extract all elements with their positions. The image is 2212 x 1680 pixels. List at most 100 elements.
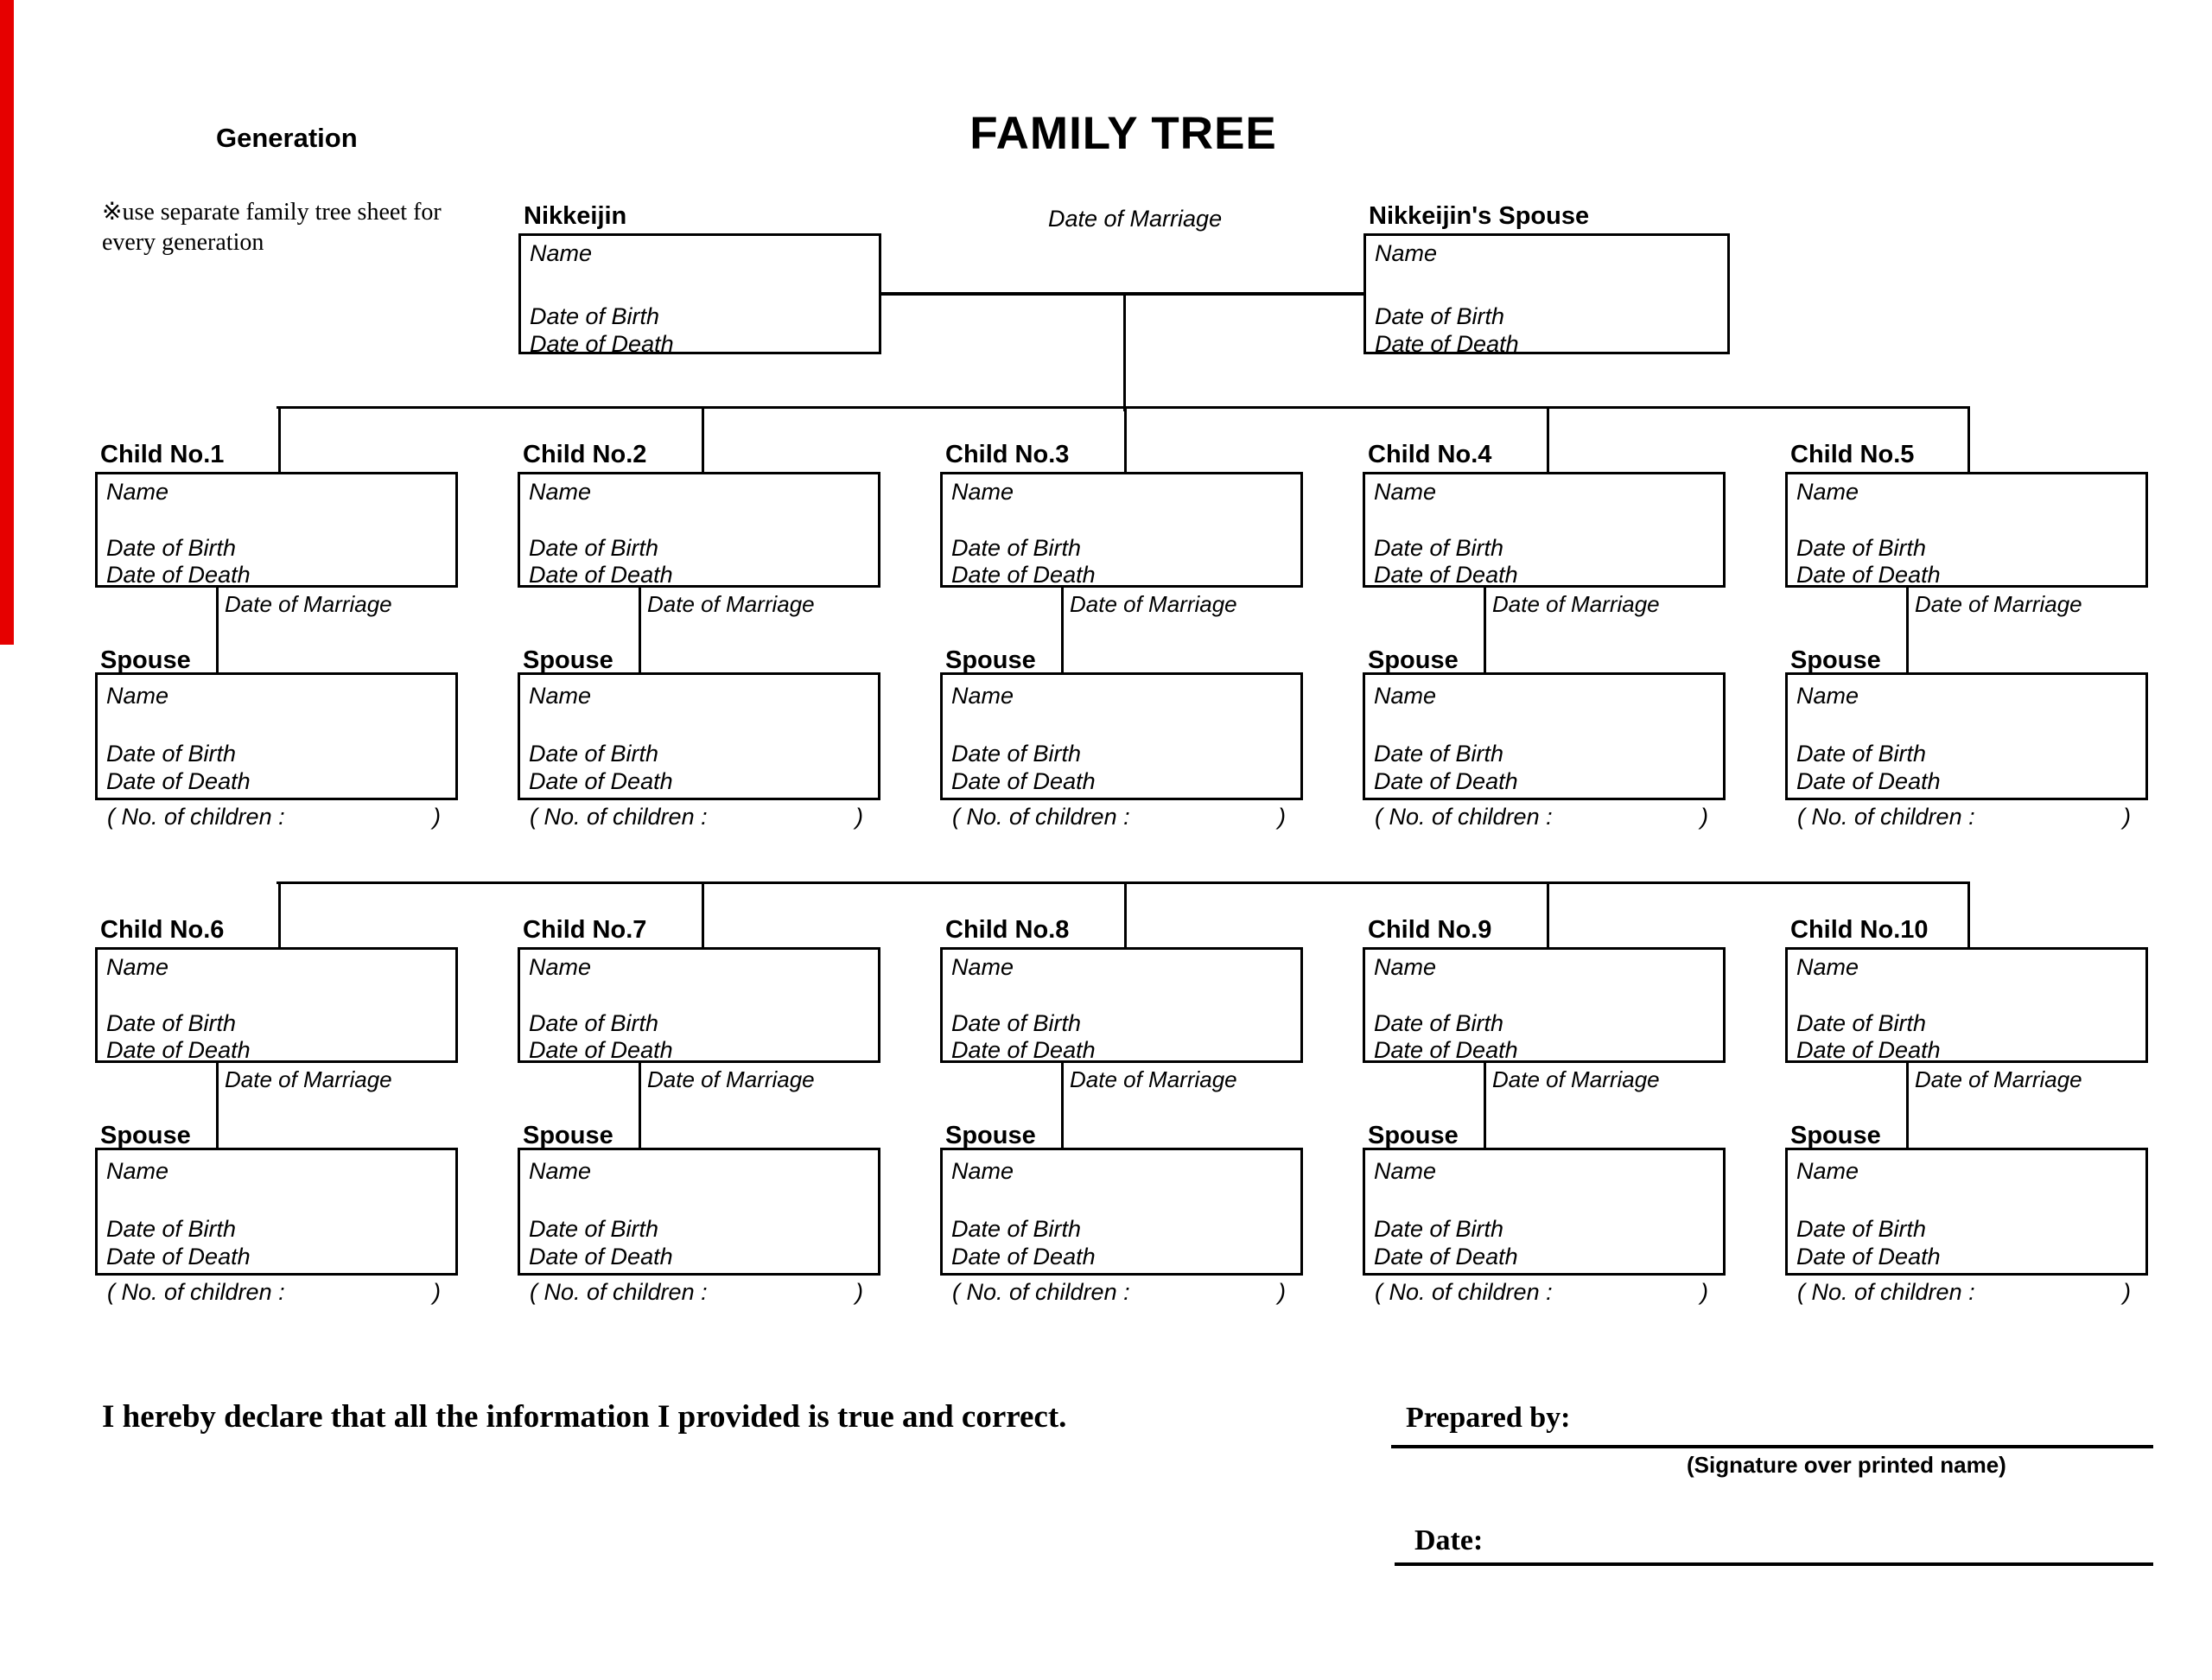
child-box[interactable]: Name Date of Birth Date of Death — [95, 472, 458, 588]
child-box[interactable]: Name Date of Birth Date of Death — [518, 947, 880, 1063]
birth-field-label: Date of Birth — [1796, 1216, 1927, 1242]
name-field-label: Name — [1796, 479, 1859, 505]
birth-field-label: Date of Birth — [951, 741, 1082, 767]
name-field-label: Name — [1374, 479, 1437, 505]
signature-line[interactable] — [1391, 1445, 2153, 1448]
death-field-label: Date of Death — [1796, 562, 1941, 588]
marriage-date-label: Date of Marriage — [1070, 591, 1237, 617]
spouse-box[interactable]: Name Date of Birth Date of Death — [95, 672, 458, 800]
spouse-box[interactable]: Name Date of Birth Date of Death — [1785, 1148, 2148, 1276]
children-count-row: ( No. of children : ) — [1363, 1279, 1726, 1306]
marriage-date-label: Date of Marriage — [1070, 1066, 1237, 1092]
birth-field-label: Date of Birth — [106, 1010, 237, 1036]
marriage-stub-line — [639, 1063, 641, 1148]
death-field-label: Date of Death — [1796, 1244, 1941, 1270]
birth-field-label: Date of Birth — [1374, 1216, 1504, 1242]
date-label: Date: — [1414, 1524, 1484, 1556]
children-count-label: ( No. of children : — [952, 804, 1130, 830]
child-box[interactable]: Name Date of Birth Date of Death — [518, 472, 880, 588]
spouse-box[interactable]: Name Date of Birth Date of Death — [940, 672, 1303, 800]
children-count-label: ( No. of children : — [1375, 804, 1553, 830]
death-field-label: Date of Death — [529, 1244, 673, 1270]
child-unit: Child No.2 Name Date of Birth Date of De… — [518, 441, 880, 831]
birth-field-label: Date of Birth — [529, 1216, 659, 1242]
birth-field-label: Date of Birth — [1796, 1010, 1927, 1036]
child-box[interactable]: Name Date of Birth Date of Death — [940, 947, 1303, 1063]
nikkeijin-spouse-box[interactable]: Name Date of Birth Date of Death — [1363, 233, 1730, 357]
children-count-close-paren: ) — [1278, 1279, 1286, 1305]
declaration-text: I hereby declare that all the informatio… — [102, 1399, 1067, 1435]
child-box[interactable]: Name Date of Birth Date of Death — [1363, 947, 1726, 1063]
child-stub-line — [1967, 881, 1970, 951]
children-count-label: ( No. of children : — [1797, 804, 1975, 830]
child-label: Child No.4 — [1368, 441, 1492, 468]
page-title: FAMILY TREE — [969, 108, 1277, 159]
spouse-box[interactable]: Name Date of Birth Date of Death — [1363, 672, 1726, 800]
child-stub-line — [1124, 881, 1127, 951]
children-count-row: ( No. of children : ) — [518, 1279, 880, 1306]
name-field-label: Name — [529, 479, 592, 505]
birth-field-label: Date of Birth — [1374, 741, 1504, 767]
child-unit: Child No.1 Name Date of Birth Date of De… — [95, 441, 458, 831]
spouse-heading: Spouse — [945, 646, 1036, 674]
birth-field-label: Date of Birth — [106, 535, 237, 561]
birth-field-label: Date of Birth — [106, 1216, 237, 1242]
marriage-date-label: Date of Marriage — [225, 591, 392, 617]
nikkeijin-box[interactable]: Name Date of Birth Date of Death — [518, 233, 881, 357]
child-box[interactable]: Name Date of Birth Date of Death — [1785, 947, 2148, 1063]
spouse-box[interactable]: Name Date of Birth Date of Death — [518, 1148, 880, 1276]
child-box[interactable]: Name Date of Birth Date of Death — [940, 472, 1303, 588]
children-count-label: ( No. of children : — [1375, 1279, 1553, 1305]
spouse-box[interactable]: Name Date of Birth Date of Death — [940, 1148, 1303, 1276]
children-count-close-paren: ) — [433, 804, 441, 830]
child-stub-line — [702, 881, 704, 951]
marriage-date-label: Date of Marriage — [647, 1066, 815, 1092]
marriage-date-label: Date of Marriage — [1492, 1066, 1660, 1092]
children-count-row: ( No. of children : ) — [518, 804, 880, 830]
children-count-label: ( No. of children : — [107, 804, 285, 830]
spouse-box[interactable]: Name Date of Birth Date of Death — [1785, 672, 2148, 800]
marriage-stub-line — [216, 588, 219, 672]
spouse-box[interactable]: Name Date of Birth Date of Death — [95, 1148, 458, 1276]
birth-field-label: Date of Birth — [951, 1216, 1082, 1242]
spouse-heading: Spouse — [1790, 1122, 1881, 1149]
children-count-label: ( No. of children : — [530, 804, 708, 830]
date-line[interactable] — [1395, 1562, 2153, 1566]
child-unit: Child No.6 Name Date of Birth Date of De… — [95, 916, 458, 1307]
generation-label: Generation — [216, 123, 358, 153]
name-field-label: Name — [1375, 240, 1438, 266]
marriage-date-label: Date of Marriage — [1915, 1066, 2082, 1092]
children-count-close-paren: ) — [1700, 1279, 1708, 1305]
usage-note-line1: ※use separate family tree sheet for — [102, 199, 442, 226]
birth-field-label: Date of Birth — [1374, 535, 1504, 561]
birth-field-label: Date of Birth — [1375, 303, 1505, 329]
child-box[interactable]: Name Date of Birth Date of Death — [95, 947, 458, 1063]
children-count-label: ( No. of children : — [952, 1279, 1130, 1305]
sibling-connector-line — [276, 881, 1969, 884]
child-box[interactable]: Name Date of Birth Date of Death — [1363, 472, 1726, 588]
child-unit: Child No.9 Name Date of Birth Date of De… — [1363, 916, 1726, 1307]
child-box[interactable]: Name Date of Birth Date of Death — [1785, 472, 2148, 588]
child-unit: Child No.8 Name Date of Birth Date of De… — [940, 916, 1303, 1307]
death-field-label: Date of Death — [529, 768, 673, 794]
name-field-label: Name — [529, 1158, 592, 1184]
spouse-box[interactable]: Name Date of Birth Date of Death — [1363, 1148, 1726, 1276]
marriage-date-label: Date of Marriage — [1915, 591, 2082, 617]
child-unit: Child No.10 Name Date of Birth Date of D… — [1785, 916, 2148, 1307]
red-accent-bar — [0, 0, 14, 645]
death-field-label: Date of Death — [106, 768, 251, 794]
usage-note: ※use separate family tree sheet for ever… — [102, 197, 442, 258]
marriage-date-label: Date of Marriage — [1492, 591, 1660, 617]
child-label: Child No.9 — [1368, 916, 1492, 944]
children-count-close-paren: ) — [855, 1279, 863, 1305]
children-count-row: ( No. of children : ) — [95, 804, 458, 830]
spouse-heading: Spouse — [523, 1122, 613, 1149]
spouse-box[interactable]: Name Date of Birth Date of Death — [518, 672, 880, 800]
death-field-label: Date of Death — [1375, 331, 1519, 357]
name-field-label: Name — [106, 954, 169, 980]
children-count-close-paren: ) — [1278, 804, 1286, 830]
children-count-label: ( No. of children : — [107, 1279, 285, 1305]
children-count-row: ( No. of children : ) — [1785, 804, 2148, 830]
death-field-label: Date of Death — [951, 562, 1096, 588]
name-field-label: Name — [951, 954, 1014, 980]
